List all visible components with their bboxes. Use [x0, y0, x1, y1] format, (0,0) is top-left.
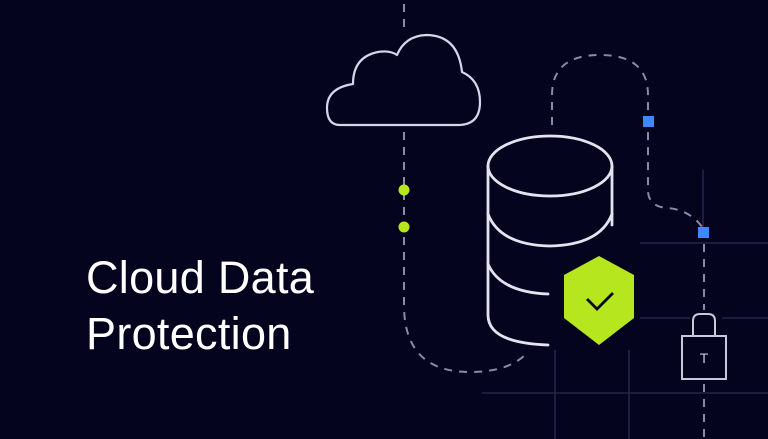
status-dot-icon [398, 184, 410, 196]
title-line-1: Cloud Data [86, 252, 315, 303]
page-title: Cloud Data Protection [86, 250, 314, 362]
data-flow-path [403, 4, 705, 439]
grid-lines [482, 170, 768, 439]
title-line-2: Protection [86, 308, 292, 359]
node-square-icon [698, 227, 709, 238]
status-dot-icon [398, 221, 410, 233]
lock-label: T [700, 350, 709, 366]
node-square-icon [643, 116, 654, 127]
cloud-icon [325, 33, 482, 127]
shield-check-icon [564, 256, 634, 345]
database-icon [486, 134, 614, 347]
padlock-icon [681, 313, 727, 380]
